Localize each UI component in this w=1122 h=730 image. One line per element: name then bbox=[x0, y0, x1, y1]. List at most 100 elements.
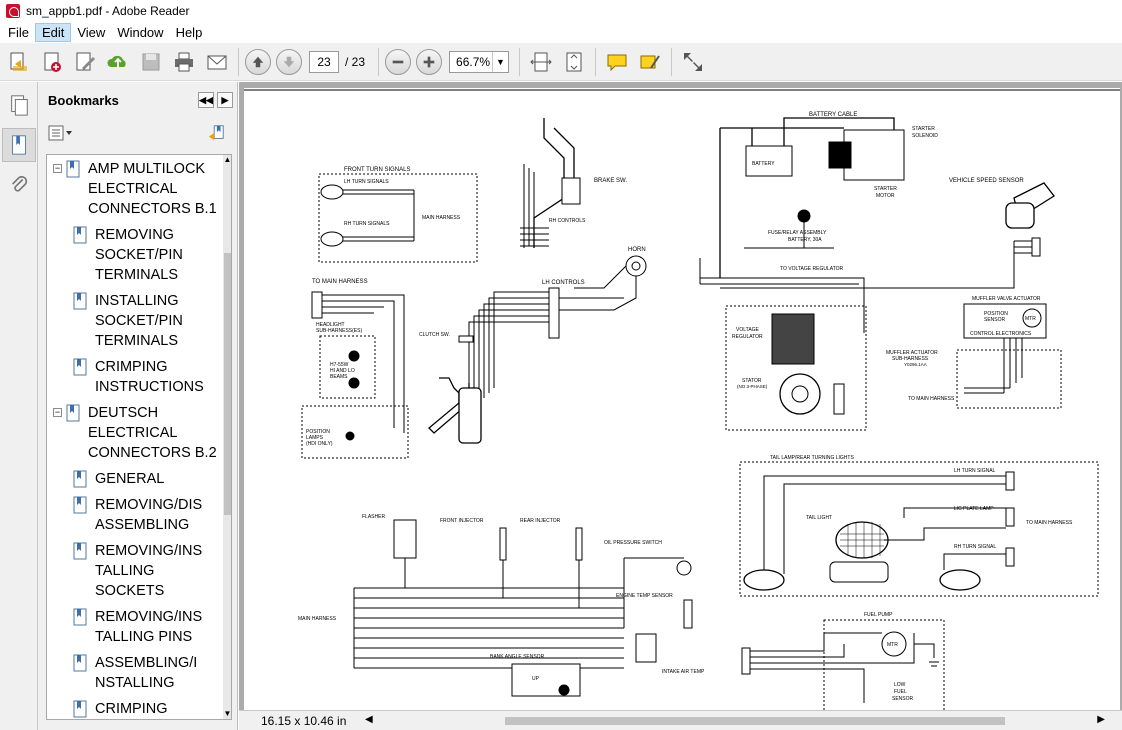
menu-help[interactable]: Help bbox=[175, 25, 203, 40]
menu-edit[interactable]: Edit bbox=[34, 23, 72, 42]
fit-page-button[interactable] bbox=[559, 47, 589, 77]
zoom-level-select[interactable]: 66.7% ▼ bbox=[449, 50, 510, 73]
horizontal-scrollbar-thumb[interactable] bbox=[505, 716, 1005, 725]
collapse-icon[interactable]: − bbox=[53, 407, 62, 417]
bookmark-label-line: AMP MULTILOCK bbox=[88, 161, 206, 177]
bookmarks-scrollbar[interactable]: ▲ ▼ bbox=[223, 155, 232, 719]
bookmark-label-line: TALLING PINS bbox=[95, 629, 193, 645]
print-button[interactable] bbox=[169, 47, 199, 77]
lh-turn-signals-label: LH TURN SIGNALS bbox=[344, 179, 389, 185]
page-total: / 23 bbox=[345, 54, 366, 69]
page-thumbnails-button[interactable] bbox=[2, 88, 36, 122]
battery-cables bbox=[719, 117, 895, 278]
toolbar: 23 / 23 66.7% ▼ bbox=[0, 43, 1122, 81]
zoom-in-button[interactable] bbox=[416, 48, 443, 75]
previous-page-button[interactable] bbox=[245, 48, 271, 75]
collapse-icon[interactable]: − bbox=[53, 163, 62, 173]
scrollbar-thumb[interactable] bbox=[224, 253, 231, 515]
next-page-button[interactable] bbox=[276, 48, 302, 75]
brake-switch bbox=[561, 177, 581, 205]
scroll-left-arrow[interactable]: ◀ bbox=[365, 713, 373, 725]
collapse-panel-button[interactable]: ◀◀ bbox=[198, 92, 214, 108]
expand-bookmark-icon[interactable] bbox=[207, 124, 225, 142]
full-screen-button[interactable] bbox=[678, 47, 708, 77]
attachments-button[interactable] bbox=[2, 168, 36, 202]
clutch-switch-label: CLUTCH SW. bbox=[419, 332, 450, 338]
edit-pdf-button[interactable] bbox=[70, 47, 100, 77]
tail-light-grid bbox=[840, 522, 884, 558]
upload-button[interactable] bbox=[103, 47, 133, 77]
stator bbox=[779, 373, 821, 415]
email-button[interactable] bbox=[202, 47, 232, 77]
open-button[interactable] bbox=[4, 47, 34, 77]
bookmark-label-line: SOCKET/PIN bbox=[95, 313, 183, 329]
lh-rear-turn-lamp bbox=[939, 569, 981, 591]
tail-lamp-box bbox=[739, 461, 1099, 597]
license-plate-lamp bbox=[829, 561, 889, 583]
fuel-pump-wires bbox=[750, 632, 939, 703]
zoom-out-button[interactable] bbox=[385, 48, 412, 75]
battery-cable-label: BATTERY CABLE bbox=[809, 112, 857, 118]
voltage-regulator-feed bbox=[699, 258, 865, 333]
scroll-up-arrow[interactable]: ▲ bbox=[223, 155, 232, 164]
panel-options-button[interactable]: ▶ bbox=[217, 92, 233, 108]
edit-pdf-icon bbox=[76, 52, 95, 70]
regulator-label: REGULATOR bbox=[732, 334, 763, 340]
front-turn-wires bbox=[343, 189, 415, 242]
scroll-down-arrow[interactable]: ▼ bbox=[223, 709, 232, 718]
menu-window[interactable]: Window bbox=[117, 25, 164, 40]
headlight-wires bbox=[322, 294, 405, 433]
bookmark-label: GENERAL bbox=[95, 469, 164, 489]
to-main-harness-label-2: TO MAIN HARNESS bbox=[908, 396, 955, 402]
page-number-input[interactable]: 23 bbox=[309, 50, 339, 73]
muffler-actuator-label-2: SUB-HARNESS bbox=[892, 356, 929, 362]
create-pdf-icon bbox=[44, 52, 61, 72]
horn-wires bbox=[574, 265, 637, 311]
bookmarks-toolbar bbox=[38, 118, 237, 148]
paperclip-icon bbox=[11, 175, 28, 192]
low-beam-bulb bbox=[348, 377, 360, 389]
muffler-valve-actuator-label: MUFFLER VALVE ACTUATOR bbox=[972, 296, 1041, 302]
fit-width-button[interactable] bbox=[526, 47, 556, 77]
scroll-right-arrow[interactable]: ▶ bbox=[1097, 713, 1105, 725]
options-menu-icon[interactable] bbox=[48, 125, 76, 141]
save-button[interactable] bbox=[136, 47, 166, 77]
bookmarks-button[interactable] bbox=[2, 128, 36, 162]
headlight-connector bbox=[311, 291, 323, 319]
tail-lamp-label: TAIL LAMP/REAR TURNING LIGHTS bbox=[770, 455, 854, 461]
menu-view[interactable]: View bbox=[77, 25, 106, 40]
status-bar: 16.15 x 10.46 in ◀ ▶ bbox=[239, 710, 1122, 730]
position-lamp-bulb bbox=[345, 431, 355, 441]
chevron-down-icon[interactable]: ▼ bbox=[492, 51, 508, 72]
main-harness-wires bbox=[353, 557, 684, 669]
horizontal-scrollbar[interactable]: ◀ ▶ bbox=[365, 714, 1105, 728]
bookmark-item[interactable]: GENERAL bbox=[73, 469, 164, 489]
speech-bubble-icon bbox=[607, 54, 627, 71]
bookmark-label-line: TERMINALS bbox=[95, 333, 178, 349]
toolbar-separator bbox=[671, 47, 673, 76]
comment-button[interactable] bbox=[602, 47, 632, 77]
lh-controls-label: LH CONTROLS bbox=[542, 280, 585, 286]
create-pdf-button[interactable] bbox=[37, 47, 67, 77]
bookmark-icon bbox=[73, 226, 87, 244]
bookmark-item[interactable]: CRIMPING bbox=[73, 699, 168, 719]
toolbar-separator bbox=[378, 47, 380, 76]
menu-file[interactable]: File bbox=[8, 25, 29, 40]
toolbar-separator bbox=[238, 47, 239, 76]
bookmark-label-line: CRIMPING bbox=[95, 701, 168, 717]
rh-turn-signal-label: RH TURN SIGNAL bbox=[954, 544, 996, 550]
speed-sensor-head bbox=[1005, 202, 1035, 229]
highlight-button[interactable] bbox=[635, 47, 665, 77]
